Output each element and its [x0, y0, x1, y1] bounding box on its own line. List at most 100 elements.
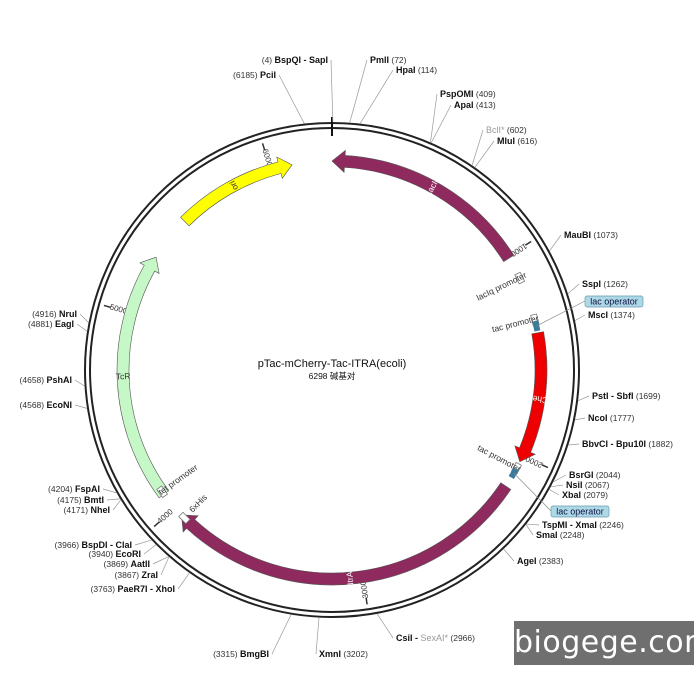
- site-label-1: (6185) PciI: [233, 70, 276, 80]
- tick-4000: [153, 521, 160, 528]
- lacIq-promoter-label: lacIq promoter: [475, 270, 528, 303]
- feature-itrA: [181, 482, 512, 586]
- site-label-32: (4658) PshAI: [20, 375, 72, 385]
- site-label-15: NsiI (2067): [566, 480, 610, 490]
- site-leader-3: [359, 69, 394, 124]
- site-label-19: AgeI (2383): [517, 556, 564, 566]
- site-label-2: PmlI (72): [370, 55, 407, 65]
- site-leader-20: [376, 613, 394, 639]
- operator-label-0: lac operator: [590, 297, 638, 307]
- feature-label-tcr: TcR: [116, 371, 131, 381]
- feature-label-mCherry: mCherry: [521, 392, 555, 406]
- operator-leader-0: [536, 300, 586, 327]
- feature-mCherry: [514, 331, 548, 463]
- site-label-27: (3966) BspDI - ClaI: [55, 540, 132, 550]
- feature-tcr: [116, 256, 170, 499]
- feature-label-itrA: ItrA: [344, 571, 355, 585]
- site-leader-23: [177, 572, 190, 590]
- lacIq-promoter-shape: [514, 271, 526, 285]
- outer-ring: [84, 122, 580, 618]
- site-leader-22: [271, 614, 292, 655]
- site-leader-34: [79, 313, 89, 323]
- site-leader-27: [134, 539, 152, 546]
- site-label-18: SmaI (2248): [536, 530, 585, 540]
- site-leader-14: [553, 474, 567, 483]
- site-label-14: BsrGI (2044): [569, 470, 621, 480]
- site-leader-21: [315, 617, 320, 655]
- tick-1000: [524, 240, 532, 246]
- site-leader-18: [525, 524, 534, 536]
- backbone-rings: [84, 122, 580, 618]
- feature-ori: [180, 156, 293, 227]
- site-leader-24: [160, 556, 170, 576]
- site-leader-19: [503, 548, 515, 562]
- watermark-logo: biogege.com: [514, 621, 700, 665]
- operator-boxes: lac operator lac operator: [508, 295, 644, 518]
- tick-label-4000: 4000: [155, 507, 175, 526]
- restriction-sites: (4) BspQI - SapI (6185) PciI PmlI (72)HpaI…: [20, 55, 674, 659]
- site-label-17: TspMI - XmaI (2246): [542, 520, 624, 530]
- tet-promoter-label: tet promoter: [156, 462, 199, 497]
- site-leader-0: [330, 59, 334, 123]
- site-label-3: HpaI (114): [396, 65, 437, 75]
- tick-2000: [541, 464, 549, 469]
- site-leader-15: [550, 484, 564, 488]
- operator-box-1: [550, 505, 610, 518]
- site-label-9: SspI (1262): [582, 279, 628, 289]
- tick-6000: [261, 143, 266, 151]
- site-label-21: XmnI (3202): [319, 649, 368, 659]
- inner-ring: [89, 127, 575, 613]
- site-label-24: (3867) ZraI: [115, 570, 158, 580]
- site-label-34: (4916) NruI: [32, 309, 77, 319]
- site-leader-6: [471, 129, 484, 166]
- 6xhis-label: 6xHis: [187, 492, 209, 514]
- site-label-25: (3869) AatII: [104, 559, 150, 569]
- site-label-31: (4568) EcoNI: [20, 400, 72, 410]
- site-leader-25: [152, 556, 169, 565]
- site-label-5: ApaI (413): [454, 100, 496, 110]
- site-label-33: (4881) EagI: [28, 319, 74, 329]
- tick-5000: [103, 304, 111, 309]
- site-leader-13: [568, 443, 580, 446]
- site-label-30: (4204) FspAI: [48, 484, 100, 494]
- site-label-26: (3940) EcoRI: [89, 549, 141, 559]
- site-leader-30: [102, 488, 117, 494]
- plasmid-size: 6298 碱基对: [309, 371, 356, 381]
- site-label-0: (4) BspQI - SapI: [262, 55, 328, 65]
- tac-promoter-1-label: tac promoter: [491, 313, 540, 334]
- site-label-20: CsiI - SexAI* (2966): [396, 633, 475, 643]
- site-label-29: (4175) BmtI: [57, 495, 104, 505]
- site-leader-17: [526, 523, 540, 526]
- site-label-6: BclI* (602): [486, 125, 527, 135]
- site-leader-9: [567, 283, 580, 295]
- site-label-28: (4171) NheI: [64, 505, 110, 515]
- site-label-22: (3315) BmgBI: [213, 649, 269, 659]
- plasmid-name: pTac-mCherry-Tac-ITRA(ecoli): [258, 358, 407, 370]
- site-leader-33: [76, 323, 88, 332]
- site-leader-12: [574, 417, 586, 421]
- site-leader-10: [574, 314, 586, 321]
- site-leader-16: [549, 489, 560, 496]
- feature-label-ori: ori: [227, 179, 240, 192]
- site-leader-5: [430, 104, 452, 143]
- site-label-13: BbvCI - Bpu10I (1882): [582, 439, 673, 449]
- site-leader-32: [74, 379, 85, 387]
- site-leader-7: [474, 140, 495, 168]
- site-leader-28: [112, 499, 122, 511]
- site-label-7: MluI (616): [497, 136, 537, 146]
- 6xhis-shape: [178, 511, 191, 525]
- site-label-11: PstI - SbfI (1699): [592, 391, 661, 401]
- feature-lacIq: [331, 149, 515, 263]
- operator-leader-1: [513, 472, 552, 512]
- tet-promoter-shape: [156, 485, 169, 499]
- site-leader-1: [278, 74, 305, 124]
- site-label-23: (3763) PaeR7I - XhoI: [91, 584, 175, 594]
- operator-label-1: lac operator: [556, 507, 604, 517]
- site-leader-8: [549, 234, 562, 252]
- site-label-12: NcoI (1777): [588, 413, 635, 423]
- site-leader-11: [577, 395, 590, 401]
- tick-3000: [365, 597, 368, 605]
